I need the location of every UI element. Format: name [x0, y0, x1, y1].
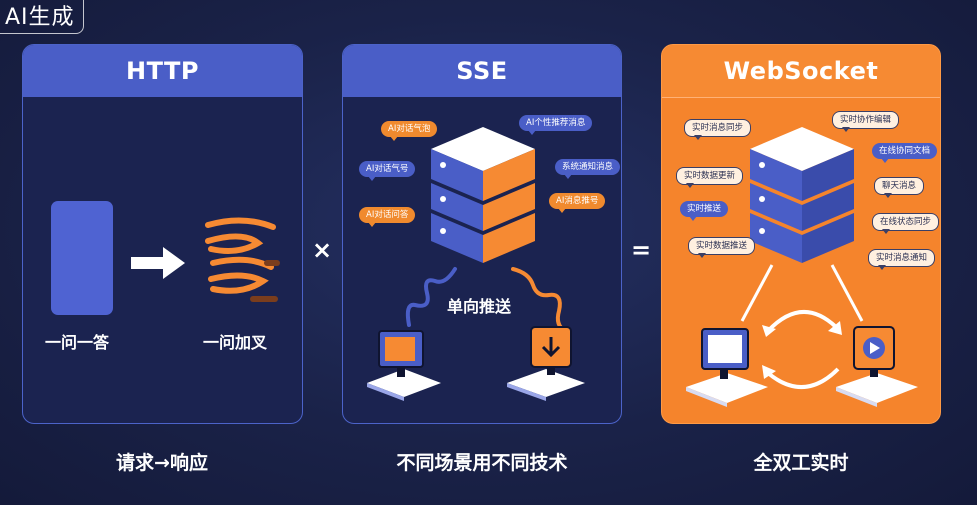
times-operator: ×: [311, 236, 333, 264]
monitor-right-icon: [836, 326, 918, 407]
client-device-icon: [51, 201, 113, 315]
ws-bubble-2: 实时协作编辑: [832, 111, 900, 133]
signal-wave-left-icon: [405, 267, 457, 327]
monitor-left-icon: [686, 328, 768, 407]
signal-wave-right-icon: [511, 267, 567, 333]
arrow-right-icon: [131, 247, 185, 279]
equals-operator: =: [630, 236, 652, 264]
ws-bubble-7: 在线状态同步: [872, 213, 940, 235]
http-panel-body: 一问一答 一问加叉: [23, 97, 302, 423]
server-stack-icon: [750, 127, 854, 263]
sse-bubble-5: 系统通知消息: [555, 159, 621, 180]
websocket-panel-body: 实时消息同步 实时协作编辑 在线协同文档 实时数据更新 聊天消息 实时推送 在线…: [662, 97, 940, 423]
connection-lines-icon: [740, 264, 864, 322]
wave-lines-icon: [205, 217, 280, 302]
sse-bubble-1: AI对话气泡: [381, 121, 438, 142]
http-left-label: 一问一答: [45, 333, 110, 352]
sse-bubble-3: AI对话问答: [359, 207, 416, 228]
ai-generated-badge: AI生成: [0, 0, 84, 34]
sse-panel: SSE 单向推送: [342, 44, 622, 424]
ws-bubble-4: 实时数据更新: [676, 167, 744, 189]
ws-bubble-9: 实时消息通知: [868, 249, 936, 271]
sse-caption: 不同场景用不同技术: [396, 452, 568, 474]
ws-bubble-6: 实时推送: [680, 201, 729, 222]
cycle-arrows-icon: [762, 310, 842, 389]
http-right-label: 一问加叉: [203, 333, 268, 352]
sse-bubble-4: AI个性推荐消息: [519, 115, 593, 136]
ws-bubble-3: 在线协同文档: [872, 143, 938, 164]
http-caption: 请求→响应: [116, 452, 208, 474]
sse-center-label: 单向推送: [447, 297, 512, 316]
websocket-panel-title: WebSocket: [662, 45, 940, 98]
websocket-caption: 全双工实时: [753, 452, 849, 474]
monitor-left-icon: [367, 330, 441, 401]
server-stack-icon: [431, 127, 535, 263]
sse-bubble-2: AI对话气号: [359, 161, 416, 182]
ws-bubble-5: 聊天消息: [874, 177, 925, 199]
monitor-right-icon: [507, 326, 585, 401]
http-panel: HTTP 一问一答 一问加叉: [22, 44, 303, 424]
sse-bubble-6: AI消息推号: [549, 193, 606, 214]
ws-bubble-8: 实时数据推送: [688, 237, 756, 259]
http-panel-title: HTTP: [23, 45, 302, 97]
sse-panel-body: 单向推送 AI对话气泡 AI对话气号 AI对话问答 AI个性推荐消息 系统通知消…: [343, 97, 621, 423]
ws-bubble-1: 实时消息同步: [684, 119, 752, 141]
websocket-panel: WebSocket: [661, 44, 941, 424]
sse-panel-title: SSE: [343, 45, 621, 97]
